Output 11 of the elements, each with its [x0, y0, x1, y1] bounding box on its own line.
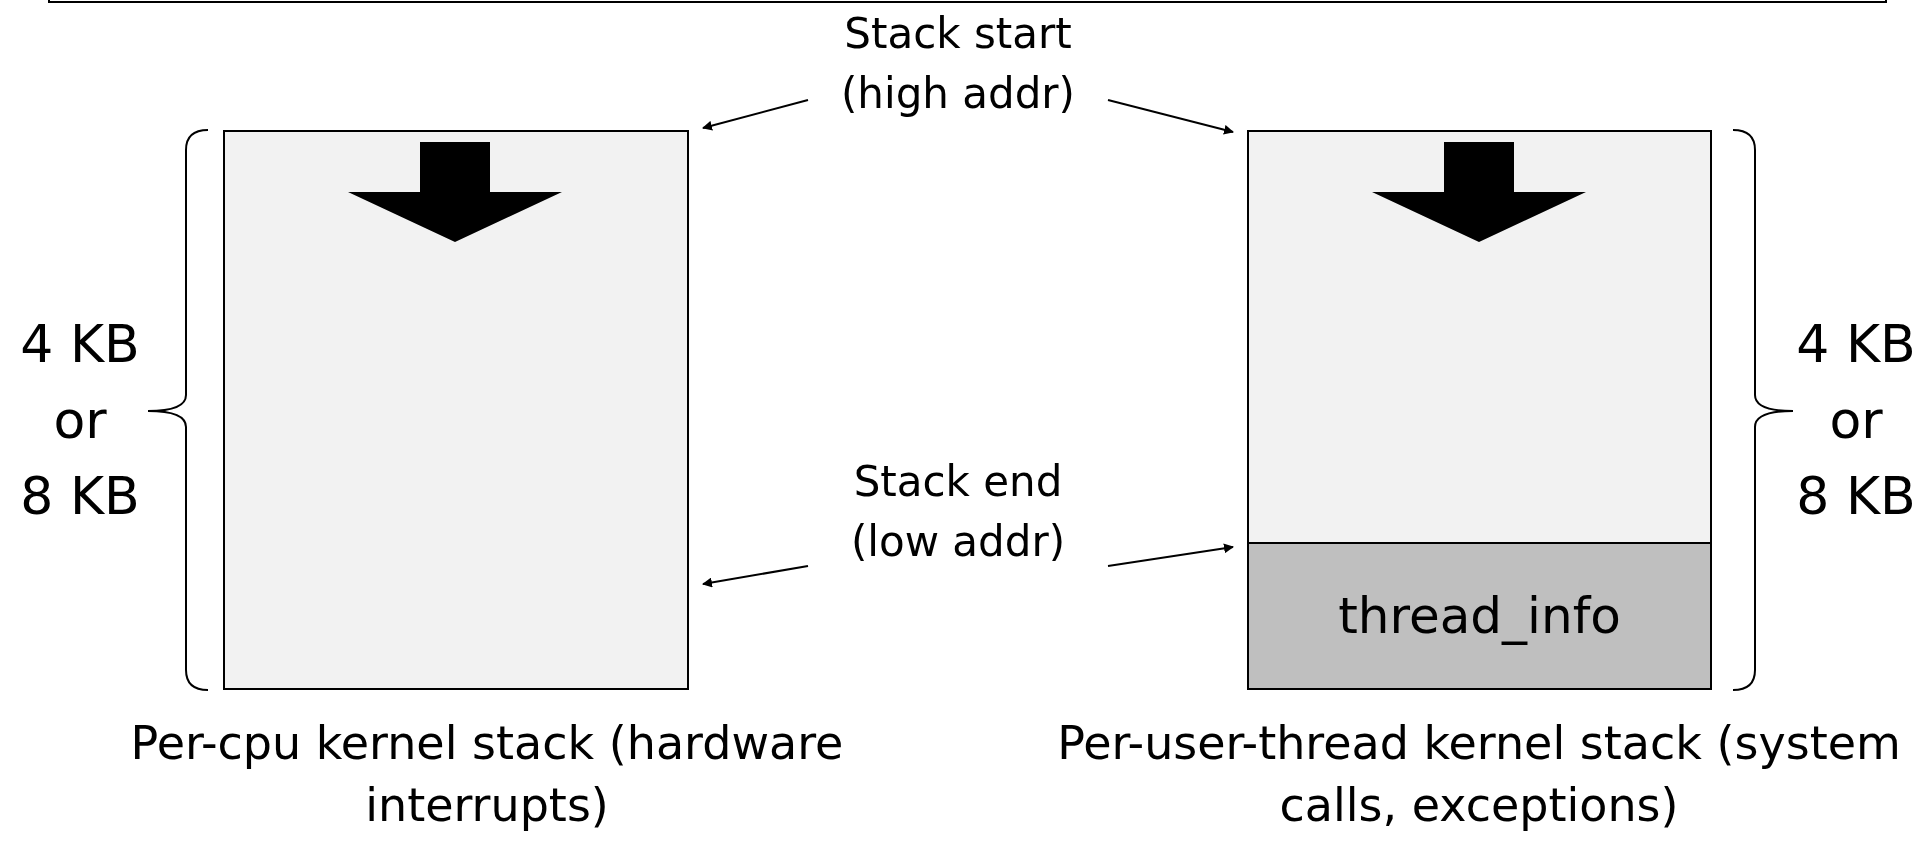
size-label: 4 KB or 8 KB: [1795, 313, 1917, 528]
annotation-text: Stack end (low addr): [808, 452, 1108, 572]
arrow: [1107, 99, 1234, 135]
size-label: 4 KB or 8 KB: [19, 313, 141, 528]
arrow: [702, 99, 809, 131]
thread-info-block: thread_info: [1247, 542, 1712, 690]
stack-caption: Per-cpu kernel stack (hardware interrupts): [129, 715, 845, 834]
stack-caption: Per-user-thread kernel stack (system calls, exceptions): [1056, 715, 1902, 834]
arrow: [1107, 543, 1234, 567]
annotation-text: Stack start (high addr): [808, 4, 1108, 124]
arrow: [702, 565, 809, 588]
